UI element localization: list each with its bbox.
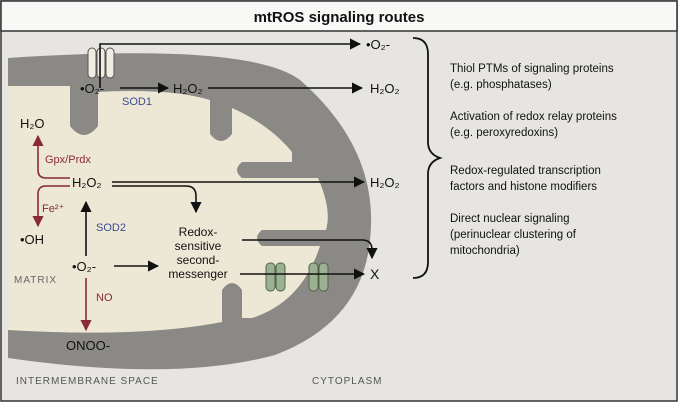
iron-label: Fe²⁺ — [42, 203, 65, 215]
title-bar — [0, 0, 678, 32]
sod2-label: SOD2 — [96, 222, 126, 234]
outcome-nuclear-signaling: Direct nuclear signaling (perinuclear cl… — [450, 213, 577, 257]
membrane-pore — [87, 47, 115, 79]
x-target-label: X — [370, 266, 380, 282]
h2o2-exported-2-label: H₂O₂ — [370, 175, 400, 190]
second-messenger-line-3: second- — [177, 253, 220, 267]
outcome-4-line-3: mitochondria) — [450, 245, 520, 257]
peroxynitrite-label: ONOO- — [66, 338, 110, 353]
outcome-3-line-2: factors and histone modifiers — [450, 181, 597, 193]
superoxide-matrix-label: •O₂- — [72, 259, 96, 274]
hydroxyl-label: •OH — [20, 232, 44, 247]
gpx-prdx-label: Gpx/Prdx — [45, 154, 91, 166]
no-label: NO — [96, 292, 113, 304]
arrow-gpx-prdx — [32, 134, 70, 179]
arrow-fenton — [32, 185, 70, 228]
mitochondrial-matrix — [8, 86, 328, 333]
h2o2-matrix-label: H₂O₂ — [72, 175, 102, 190]
outcome-2-line-2: (e.g. peroxyredoxins) — [450, 127, 558, 139]
second-messenger-line-2: sensitive — [175, 239, 222, 253]
second-messenger-line-4: messenger — [168, 267, 227, 281]
outcome-redox-relay: Activation of redox relay proteins (e.g.… — [450, 111, 617, 139]
outcome-4-line-1: Direct nuclear signaling — [450, 213, 570, 225]
membrane-channel-left — [265, 262, 286, 292]
arrow-superoxide-export — [99, 38, 362, 88]
outcomes-bracket — [412, 37, 443, 279]
outcome-thiol-ptms: Thiol PTMs of signaling proteins (e.g. p… — [450, 63, 614, 91]
diagram-title: mtROS signaling routes — [254, 9, 425, 26]
intermembrane-space-label: INTERMEMBRANE SPACE — [16, 376, 159, 387]
h2o2-ims-label: H₂O₂ — [173, 81, 203, 96]
water-label: H₂O — [20, 116, 45, 131]
outcome-3-line-1: Redox-regulated transcription — [450, 165, 601, 177]
superoxide-exported-label: •O₂- — [366, 37, 390, 52]
second-messenger-label: Redox- sensitive second- messenger — [168, 225, 227, 281]
matrix-compartment-label: MATRIX — [14, 275, 57, 286]
arrow-h2o2-to-messenger — [112, 185, 202, 214]
membrane-channel-right — [308, 262, 329, 292]
arrow-messenger-to-x-upper — [242, 239, 378, 260]
outcome-transcription: Redox-regulated transcription factors an… — [450, 165, 601, 193]
cytoplasm-label: CYTOPLASM — [312, 376, 383, 387]
outcome-4-line-2: (perinuclear clustering of — [450, 229, 577, 241]
outcome-1-line-2: (e.g. phosphatases) — [450, 79, 552, 91]
outcome-2-line-1: Activation of redox relay proteins — [450, 111, 617, 123]
outcome-1-line-1: Thiol PTMs of signaling proteins — [450, 63, 614, 75]
sod1-label: SOD1 — [122, 96, 152, 108]
second-messenger-line-1: Redox- — [179, 225, 218, 239]
superoxide-ims-label: •O₂- — [80, 81, 104, 96]
outcome-list: Thiol PTMs of signaling proteins (e.g. p… — [450, 63, 617, 257]
h2o2-exported-1-label: H₂O₂ — [370, 81, 400, 96]
